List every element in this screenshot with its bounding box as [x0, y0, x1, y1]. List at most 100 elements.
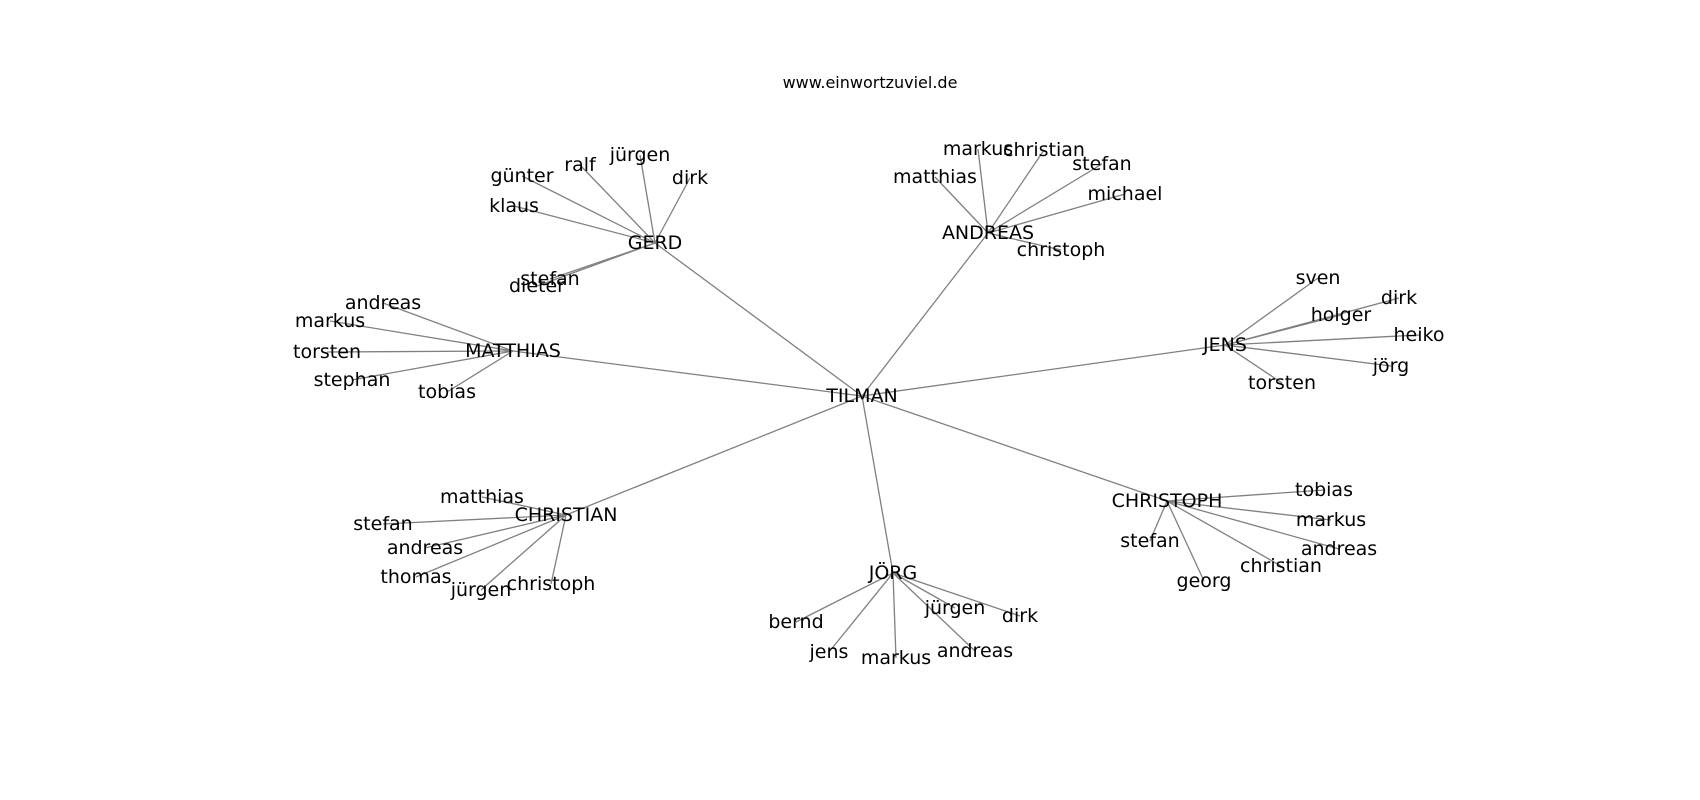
leaf-node-label: tobias: [418, 381, 476, 403]
leaf-node-label: andreas: [387, 537, 463, 559]
leaf-node-label: günter: [490, 165, 553, 187]
edge: [861, 344, 1226, 397]
hub-node-label: CHRISTOPH: [1112, 490, 1223, 512]
leaf-node-label: jürgen: [609, 144, 671, 166]
edge: [892, 572, 976, 652]
leaf-node-label: markus: [1296, 509, 1366, 531]
leaf-node-label: christoph: [507, 573, 596, 595]
edge: [1224, 277, 1319, 346]
edge: [977, 148, 989, 234]
leaf-node-label: stephan: [314, 369, 391, 391]
leaf-node-label: michael: [1088, 183, 1163, 205]
leaf-node-label: stefan: [1120, 530, 1179, 552]
leaf-node-label: dirk: [1381, 287, 1417, 309]
edge: [550, 514, 567, 585]
leaf-node-label: jörg: [1372, 355, 1409, 377]
edge: [861, 395, 894, 574]
edge: [579, 164, 656, 244]
hub-node-label: MATTHIAS: [465, 340, 561, 362]
leaf-node-label: torsten: [1248, 372, 1316, 394]
edge: [480, 514, 567, 591]
leaf-node-label: andreas: [937, 640, 1013, 662]
leaf-node-label: georg: [1177, 570, 1232, 592]
edge: [987, 163, 1103, 234]
edge: [861, 395, 1168, 502]
leaf-node-label: andreas: [345, 292, 421, 314]
leaf-node-label: markus: [295, 310, 365, 332]
edge: [1166, 500, 1332, 521]
leaf-node-label: jürgen: [450, 579, 512, 601]
leaf-node-label: torsten: [293, 341, 361, 363]
leaf-node-label: heiko: [1394, 324, 1445, 346]
leaf-node-label: andreas: [1301, 538, 1377, 560]
leaf-node-label: thomas: [380, 566, 451, 588]
hub-node-label: GERD: [628, 232, 683, 254]
edge: [987, 149, 1045, 234]
leaf-node-label: jens: [809, 641, 849, 663]
root-node-label: TILMAN: [825, 385, 897, 407]
edge: [424, 514, 567, 549]
edge: [987, 232, 1062, 251]
hub-node-label: JENS: [1202, 334, 1247, 356]
edge: [1166, 500, 1205, 582]
leaf-node-label: christoph: [1017, 239, 1106, 261]
edge: [1224, 344, 1392, 367]
edge: [549, 242, 656, 280]
leaf-node-label: sven: [1296, 267, 1341, 289]
leaf-node-label: christian: [1003, 139, 1085, 161]
hub-node-label: JÖRG: [868, 561, 917, 584]
edge: [892, 572, 897, 659]
leaf-node-label: holger: [1311, 304, 1372, 326]
edge: [415, 514, 567, 578]
edge: [892, 572, 1021, 617]
edge: [1224, 314, 1342, 346]
edge: [892, 572, 956, 609]
edge: [382, 514, 567, 525]
leaf-node-label: christian: [1240, 555, 1322, 577]
leaf-node-label: jürgen: [924, 597, 986, 619]
leaf-node-label: stefan: [353, 513, 412, 535]
edges-layer: [326, 148, 1420, 659]
site-title: www.einwortzuviel.de: [783, 73, 958, 92]
edge: [1166, 500, 1282, 567]
edge: [329, 320, 514, 352]
leaf-node-label: matthias: [893, 166, 977, 188]
edge: [795, 572, 894, 623]
edge: [565, 395, 863, 516]
edge: [513, 205, 656, 244]
hub-node-label: ANDREAS: [942, 222, 1034, 244]
leaf-node-label: markus: [861, 647, 931, 669]
edge: [521, 175, 656, 244]
edge: [654, 242, 863, 397]
leaf-node-label: klaus: [489, 195, 539, 217]
edge: [654, 177, 691, 244]
edge: [861, 232, 989, 397]
edge: [446, 350, 514, 393]
leaf-node-label: bernd: [768, 611, 823, 633]
leaf-node-label: matthias: [440, 486, 524, 508]
edge: [481, 496, 567, 516]
edge: [1224, 334, 1420, 346]
edge: [1149, 500, 1168, 542]
edge: [1166, 500, 1340, 550]
edge: [512, 350, 863, 397]
leaf-node-label: dieter: [509, 275, 565, 297]
edge: [639, 154, 656, 244]
edge: [987, 193, 1126, 234]
edge: [326, 350, 514, 353]
edge: [828, 572, 894, 653]
edge: [382, 302, 514, 352]
leaf-node-label: dirk: [1002, 605, 1038, 627]
leaf-node-label: markus: [943, 138, 1013, 160]
hub-node-label: CHRISTIAN: [515, 504, 618, 526]
edge: [1166, 489, 1325, 502]
edge: [351, 350, 514, 381]
edge: [934, 176, 989, 234]
leaf-node-label: stefan: [1072, 153, 1131, 175]
leaf-node-label: tobias: [1295, 479, 1353, 501]
leaf-node-label: stefan: [520, 268, 579, 290]
edge: [1224, 344, 1283, 384]
leaf-node-label: ralf: [564, 154, 597, 176]
